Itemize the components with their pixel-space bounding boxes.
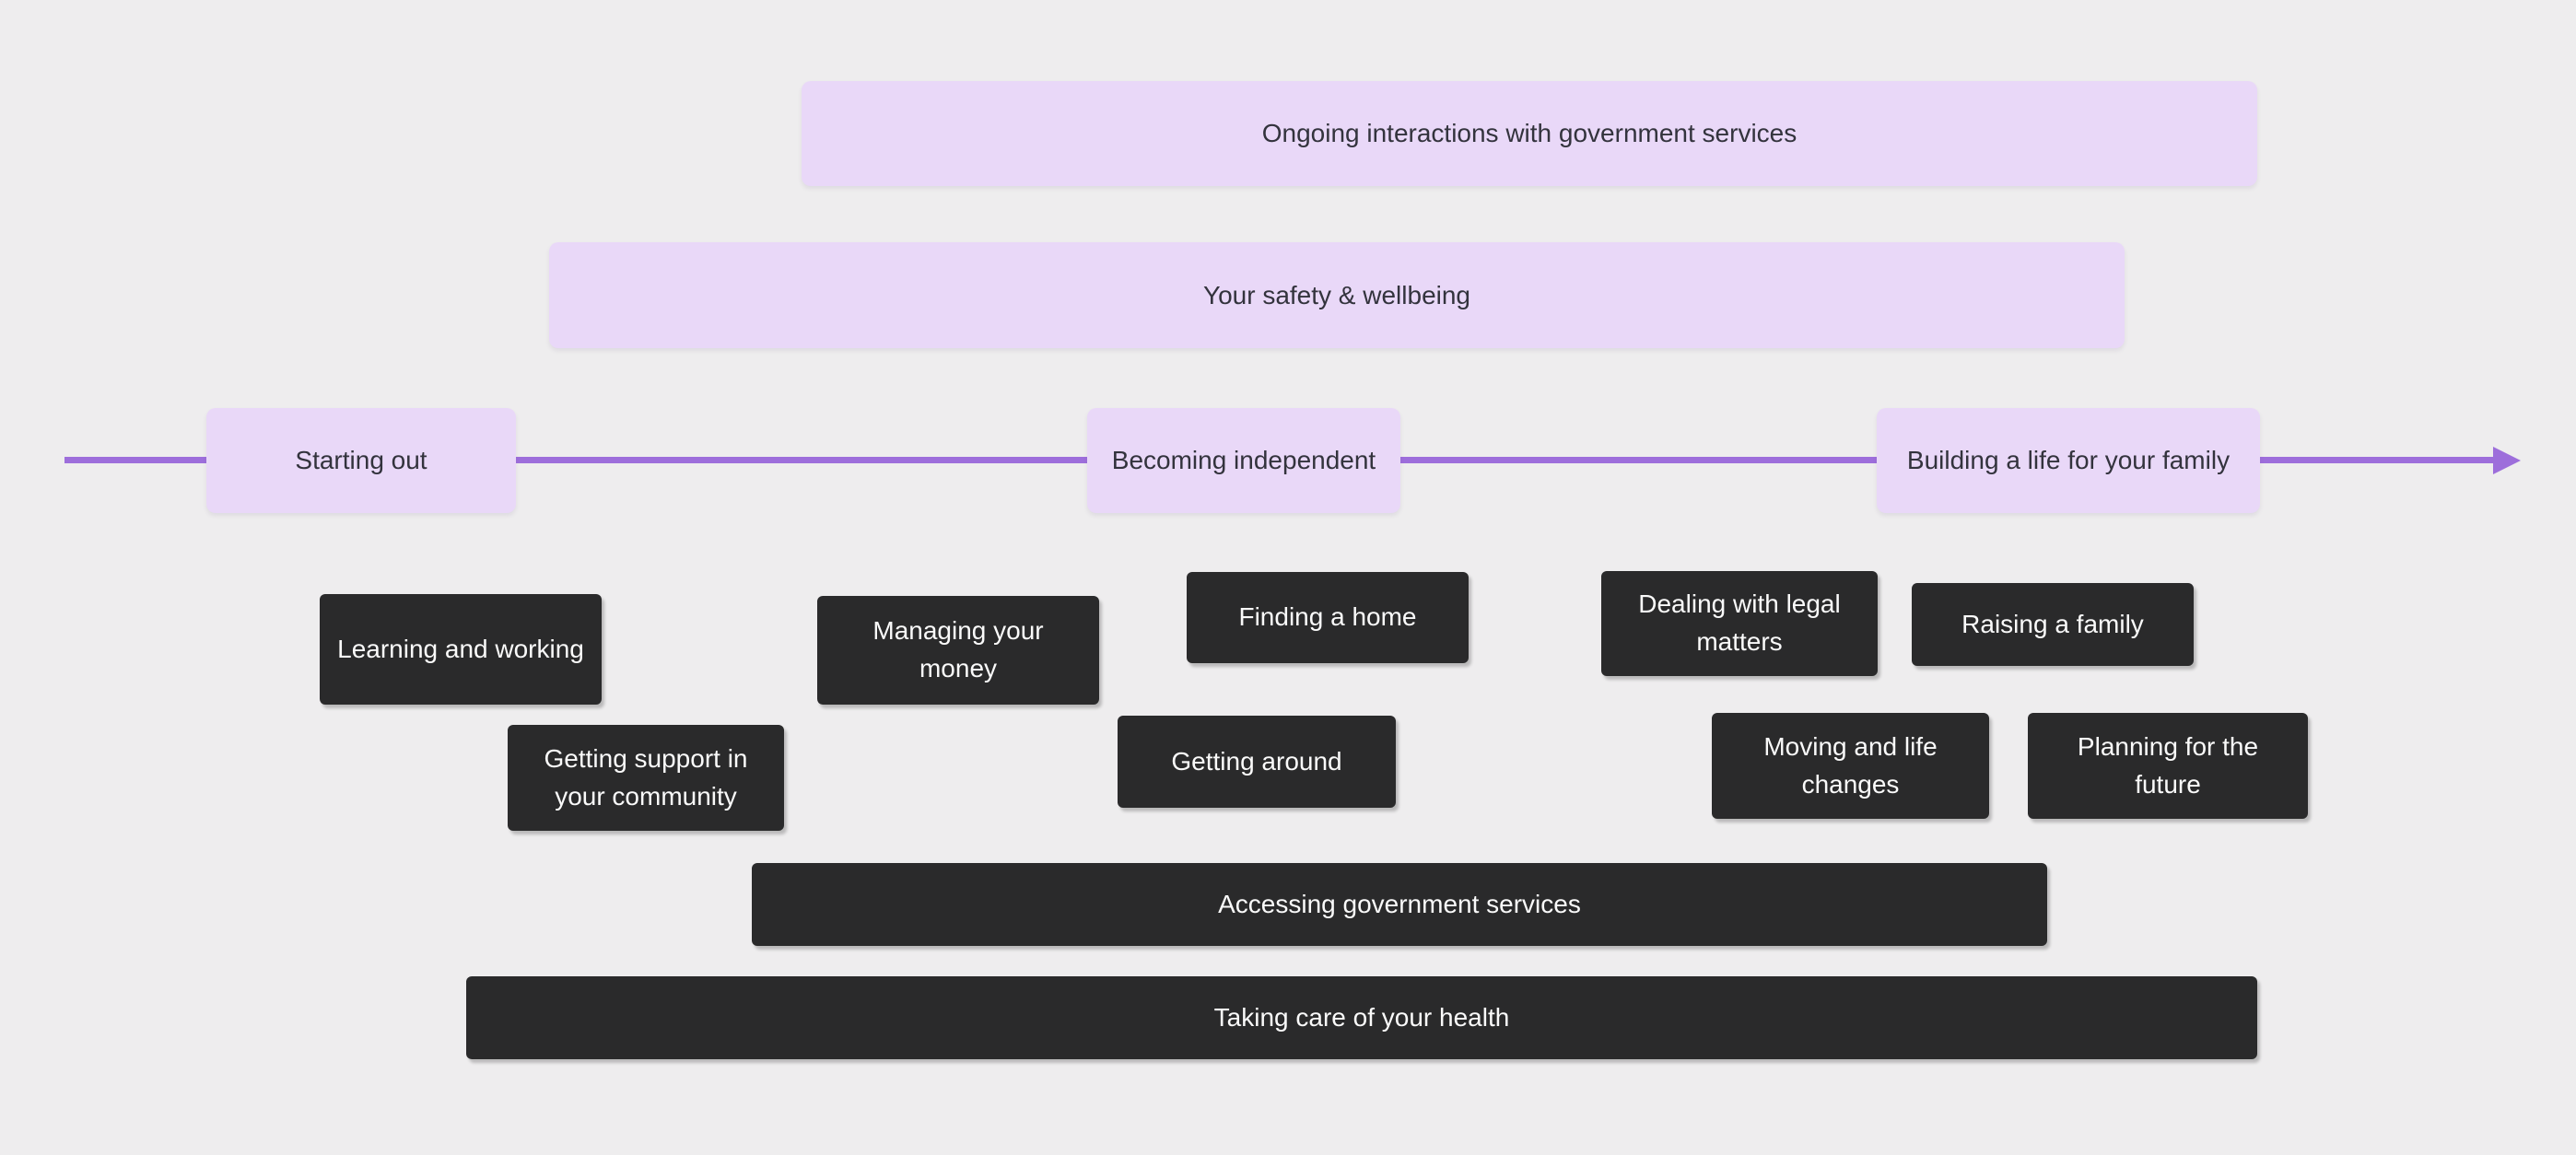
stage-building-family-life: Building a life for your family	[1877, 408, 2260, 513]
topic-learning-and-working-label: Learning and working	[337, 634, 584, 663]
band-safety-wellbeing: Your safety & wellbeing	[549, 242, 2125, 348]
topic-accessing-government-services: Accessing government services	[752, 863, 2047, 946]
band-ongoing-interactions: Ongoing interactions with government ser…	[802, 81, 2257, 186]
stage-becoming-independent: Becoming independent	[1087, 408, 1400, 513]
topic-finding-a-home-label: Finding a home	[1238, 602, 1417, 632]
topic-moving-life-changes: Moving and life changes	[1712, 713, 1989, 819]
topic-managing-your-money-label: Managing your money	[872, 616, 1044, 682]
topic-dealing-with-legal-matters: Dealing with legal matters	[1601, 571, 1878, 676]
band-ongoing-interactions-label: Ongoing interactions with government ser…	[1261, 119, 1797, 147]
stage-building-family-life-label: Building a life for your family	[1906, 446, 2231, 474]
topic-getting-support-community-label: Getting support in your community	[544, 743, 748, 811]
topic-getting-support-community: Getting support in your community	[508, 725, 784, 831]
topic-planning-for-future-label: Planning for the future	[2077, 731, 2259, 799]
topic-finding-a-home: Finding a home	[1187, 572, 1469, 663]
stage-becoming-independent-label: Becoming independent	[1111, 446, 1376, 474]
topic-taking-care-health-label: Taking care of your health	[1213, 1002, 1510, 1032]
topic-dealing-with-legal-matters-label: Dealing with legal matters	[1638, 589, 1841, 656]
topic-managing-your-money: Managing your money	[817, 596, 1099, 705]
topic-raising-a-family: Raising a family	[1912, 583, 2194, 666]
topic-getting-around-label: Getting around	[1171, 746, 1342, 776]
band-safety-wellbeing-label: Your safety & wellbeing	[1202, 280, 1471, 309]
topic-accessing-government-services-label: Accessing government services	[1218, 889, 1581, 918]
topic-raising-a-family-label: Raising a family	[1961, 609, 2144, 638]
topic-learning-and-working: Learning and working	[320, 594, 602, 705]
timeline-arrowhead-icon	[2493, 447, 2521, 474]
stage-starting-out-label: Starting out	[295, 446, 427, 474]
topic-moving-life-changes-label: Moving and life changes	[1763, 731, 1938, 799]
topic-planning-for-future: Planning for the future	[2028, 713, 2308, 819]
stage-starting-out: Starting out	[206, 408, 516, 513]
topic-taking-care-health: Taking care of your health	[466, 976, 2257, 1059]
topic-getting-around: Getting around	[1118, 716, 1396, 808]
